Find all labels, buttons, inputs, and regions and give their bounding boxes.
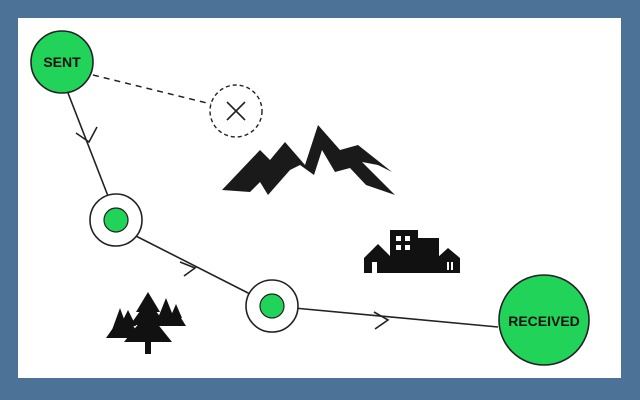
- failed-node: [209, 84, 263, 138]
- direction-arrow-1: [75, 126, 98, 144]
- direction-arrow-3: [373, 311, 390, 330]
- relay-node-2: [245, 279, 299, 333]
- path-segment-2: [129, 232, 255, 297]
- pine-trees-icon: [106, 292, 186, 354]
- failed-path-line: [92, 74, 212, 105]
- path-segment-3: [293, 307, 499, 328]
- received-node: RECEIVED: [498, 274, 590, 366]
- sent-node-label: SENT: [43, 54, 81, 70]
- direction-arrow-2: [179, 261, 197, 277]
- x-icon: [226, 101, 246, 121]
- path-segment-1: [67, 92, 109, 197]
- received-node-label: RECEIVED: [508, 313, 580, 329]
- city-buildings-icon: [364, 230, 460, 273]
- sent-node: SENT: [30, 30, 94, 94]
- mountains-icon: [222, 125, 395, 195]
- relay-node-1: [89, 193, 143, 247]
